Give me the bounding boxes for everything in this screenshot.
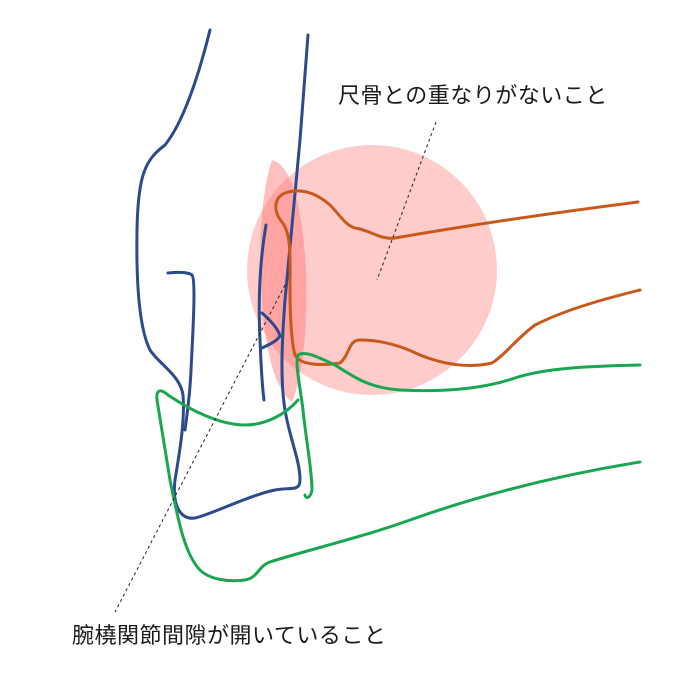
joint-space-label: 腕橈関節間隙が開いていること <box>72 624 387 649</box>
ulna-overlap-leader-line <box>376 121 437 281</box>
ulna-lower-contour <box>155 389 642 583</box>
radius-upper-contour <box>274 189 642 367</box>
humerus-condyle-notch <box>260 311 282 350</box>
humerus-outer-contour <box>135 28 310 520</box>
ulna-overlap-label: 尺骨との重なりがないこと <box>338 84 608 109</box>
humerus-trochlea-contour <box>166 270 196 432</box>
joint-space-leader-line <box>114 284 286 613</box>
radial-head-highlight-circle <box>247 145 497 395</box>
ulna-upper-contour <box>295 351 642 499</box>
